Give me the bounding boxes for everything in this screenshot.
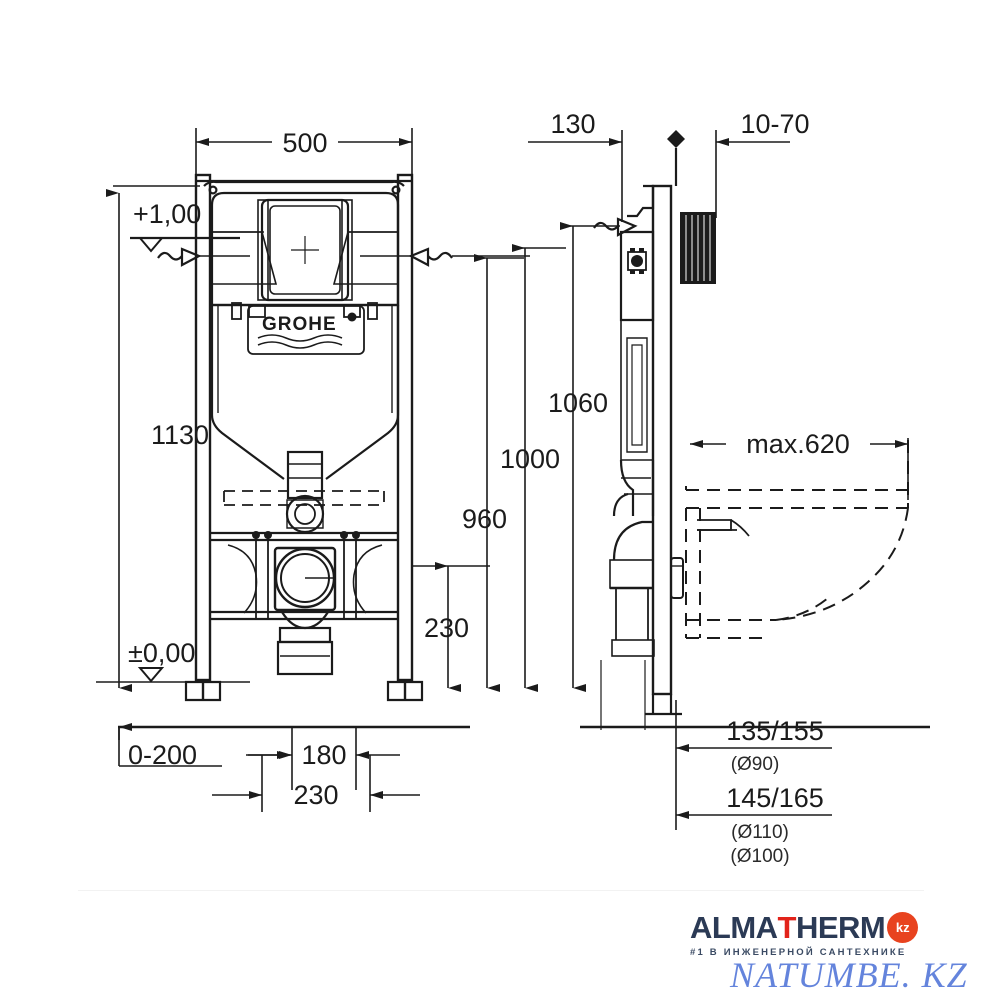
dim-max-620: [690, 438, 909, 500]
dim-label-230-vertical: 230: [424, 613, 469, 643]
grohe-logo-text: GROHE: [262, 314, 337, 335]
dim-230-horizontal: [212, 755, 420, 812]
dim-500: [195, 128, 413, 182]
side-top-bolt: [667, 130, 685, 186]
side-wall-brackets: [670, 557, 684, 599]
outlet-curve-hints: [227, 544, 383, 614]
hidden-support-rail: [223, 490, 385, 506]
dim-1000: [512, 244, 566, 692]
elevation-marker-plus-one: [130, 236, 240, 253]
dim-180: [248, 727, 400, 790]
dim-label-135-155-dia: (Ø90): [731, 754, 780, 775]
side-lower-bend: [609, 459, 655, 657]
dim-label-145-165-dia2: (Ø100): [730, 846, 789, 867]
cistern-body: [210, 191, 400, 307]
frame-feet: [184, 680, 424, 702]
logo-text-herm: HERM: [795, 910, 886, 945]
almatherm-logo[interactable]: ALMA T HERM kz: [690, 912, 970, 943]
watermark-text: NATUMBE. KZ: [730, 955, 968, 995]
frame-uprights: [194, 173, 414, 700]
dim-label-145-165-dia1: (Ø110): [731, 822, 789, 843]
dim-label-0-200: 0-200: [128, 740, 197, 770]
flush-pipe: [285, 450, 325, 534]
outlet-stub: [276, 611, 334, 676]
logo-kz-badge: kz: [887, 912, 919, 943]
elevation-marker-zero: [137, 667, 165, 683]
logo-text-t: T: [777, 910, 797, 945]
dim-1130: [96, 185, 250, 692]
brand-block: ALMA T HERM kz #1 В ИНЖЕНЕРНОЙ САНТЕХНИК…: [690, 912, 970, 995]
dim-1060: [560, 222, 620, 692]
frame-cross-rails: [210, 531, 398, 621]
wc-bowl-detail: [697, 519, 750, 537]
side-view-group: [580, 130, 930, 729]
wc-mounting-studs: [252, 531, 360, 620]
logo-tagline: #1 В ИНЖЕНЕРНОЙ САНТЕХНИКЕ: [690, 947, 907, 958]
dim-label-zero: ±0,00: [128, 638, 195, 668]
dim-label-1060: 1060: [548, 388, 608, 418]
dim-label-145-165: 145/165: [726, 783, 824, 813]
dim-label-max-620: max.620: [746, 429, 850, 459]
break-symbol-right: [360, 247, 530, 267]
page-divider-line: [78, 890, 924, 891]
dim-label-1130: 1130: [151, 420, 209, 450]
actuator-plate-opening: [257, 198, 353, 302]
front-view-group: GROHE: [118, 173, 470, 729]
dim-label-500: 500: [282, 128, 327, 158]
dim-10-70: [715, 130, 790, 218]
side-cistern-profile: [619, 184, 655, 461]
dim-label-230-horizontal: 230: [293, 780, 338, 810]
cistern-lower-taper: [210, 303, 400, 480]
dim-label-180: 180: [301, 740, 346, 770]
dim-label-plus-one: +1,00: [133, 199, 201, 229]
dim-label-1000: 1000: [500, 444, 560, 474]
dim-960: [474, 254, 524, 692]
side-valve-detail: [627, 248, 647, 274]
dim-135-155: [675, 700, 832, 830]
dim-label-10-70: 10-70: [740, 109, 809, 139]
drawing-geometry: GROHE: [96, 109, 930, 867]
logo-text-alma: ALMA: [690, 910, 778, 945]
wc-bowl-outline: [685, 440, 909, 639]
dim-130: [528, 130, 623, 222]
cistern-top-rail: [196, 179, 412, 195]
side-wall-panel: [651, 184, 673, 696]
dim-label-130: 130: [550, 109, 595, 139]
actuator-plate-side: [680, 212, 716, 284]
dim-label-960: 960: [462, 504, 507, 534]
side-extension-lines: [600, 660, 646, 730]
dim-label-135-155: 135/155: [726, 716, 824, 746]
dim-230-vertical: [412, 562, 490, 692]
grohe-logo-plate: GROHE: [247, 305, 365, 355]
wc-outlet-connector: [273, 546, 337, 612]
break-symbol-left: [157, 247, 250, 267]
